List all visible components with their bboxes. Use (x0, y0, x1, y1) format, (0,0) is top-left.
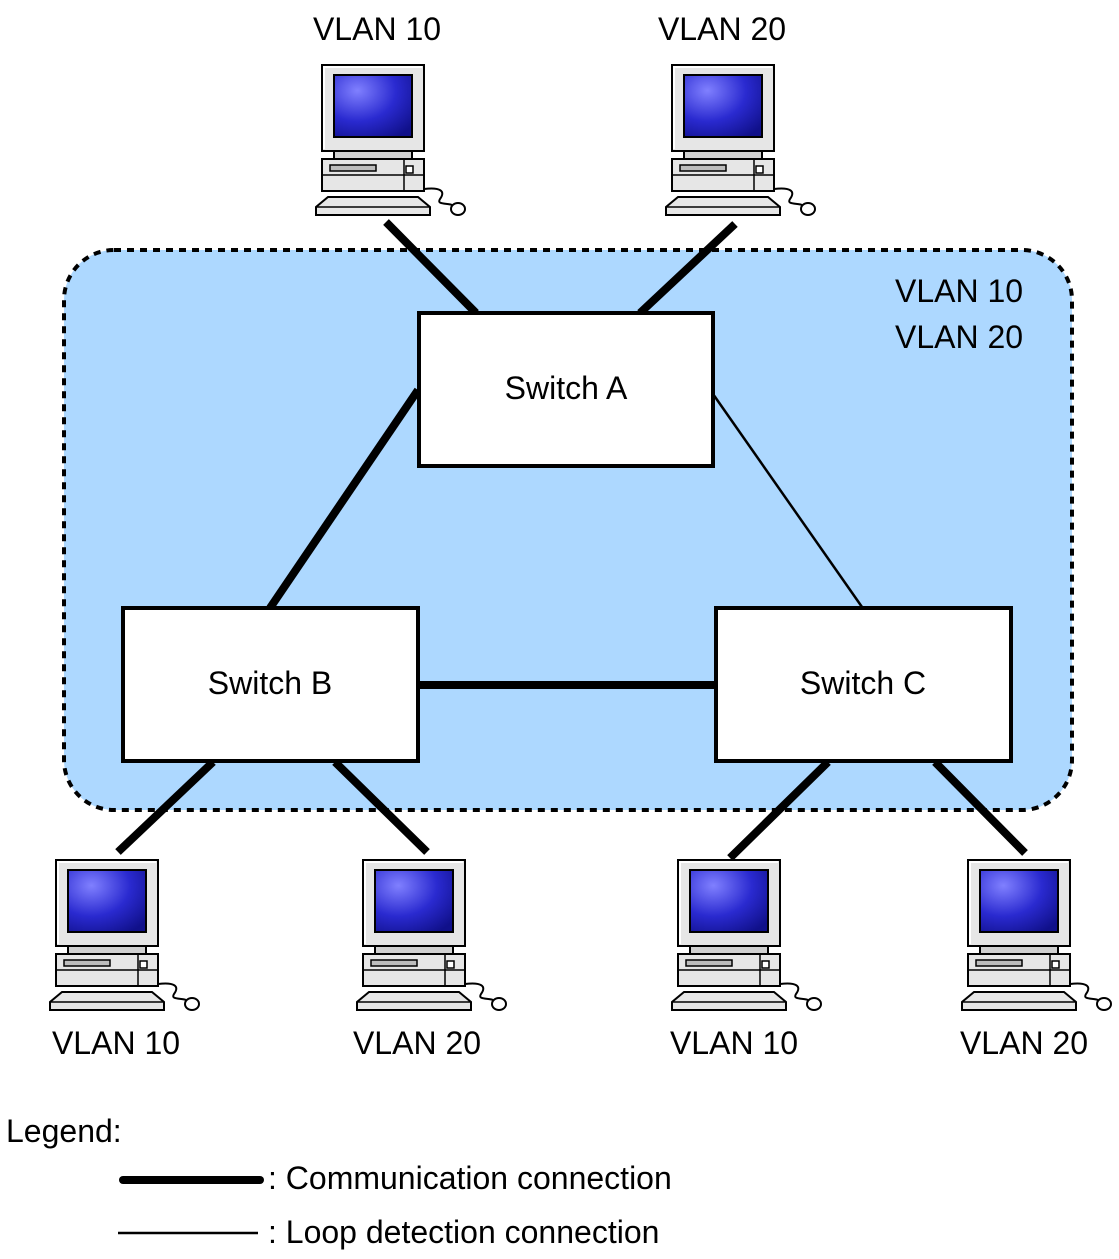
switch-c-label: Switch C (800, 665, 926, 701)
region-label-vlan20: VLAN 20 (895, 319, 1023, 355)
switch-c: Switch C (714, 606, 1013, 763)
pc-b-right-label: VLAN 20 (353, 1025, 481, 1061)
link-switch-a-switch-c-loop (711, 393, 864, 608)
link-switch-c-pc-c-left (727, 759, 831, 861)
legend-title: Legend: (6, 1113, 122, 1149)
link-pc-top-right-switch-a (637, 221, 738, 316)
pc-top-left-label: VLAN 10 (313, 11, 441, 47)
computer-icon (356, 859, 507, 1011)
region-label-vlan10: VLAN 10 (895, 273, 1023, 309)
legend-loop-label: : Loop detection connection (268, 1214, 659, 1250)
switch-a: Switch A (417, 311, 715, 468)
computer-icon (671, 859, 822, 1011)
computer-icon (961, 859, 1112, 1011)
legend-communication-label: : Communication connection (268, 1160, 672, 1196)
link-pc-top-left-switch-a (383, 219, 479, 316)
link-switch-b-pc-b-right (332, 759, 430, 855)
pc-c-left-label: VLAN 10 (670, 1025, 798, 1061)
link-switch-b-pc-b-left (115, 759, 216, 855)
link-switch-c-pc-c-right (932, 759, 1028, 856)
pc-b-left-label: VLAN 10 (52, 1025, 180, 1061)
switch-b-label: Switch B (208, 665, 332, 701)
pc-top-right-label: VLAN 20 (658, 11, 786, 47)
pc-c-right-label: VLAN 20 (960, 1025, 1088, 1061)
computer-icon (665, 64, 816, 216)
switch-a-label: Switch A (505, 370, 628, 406)
link-switch-a-switch-b (266, 387, 422, 611)
computer-icon (315, 64, 466, 216)
computer-icon (49, 859, 200, 1011)
switch-b: Switch B (121, 606, 420, 763)
